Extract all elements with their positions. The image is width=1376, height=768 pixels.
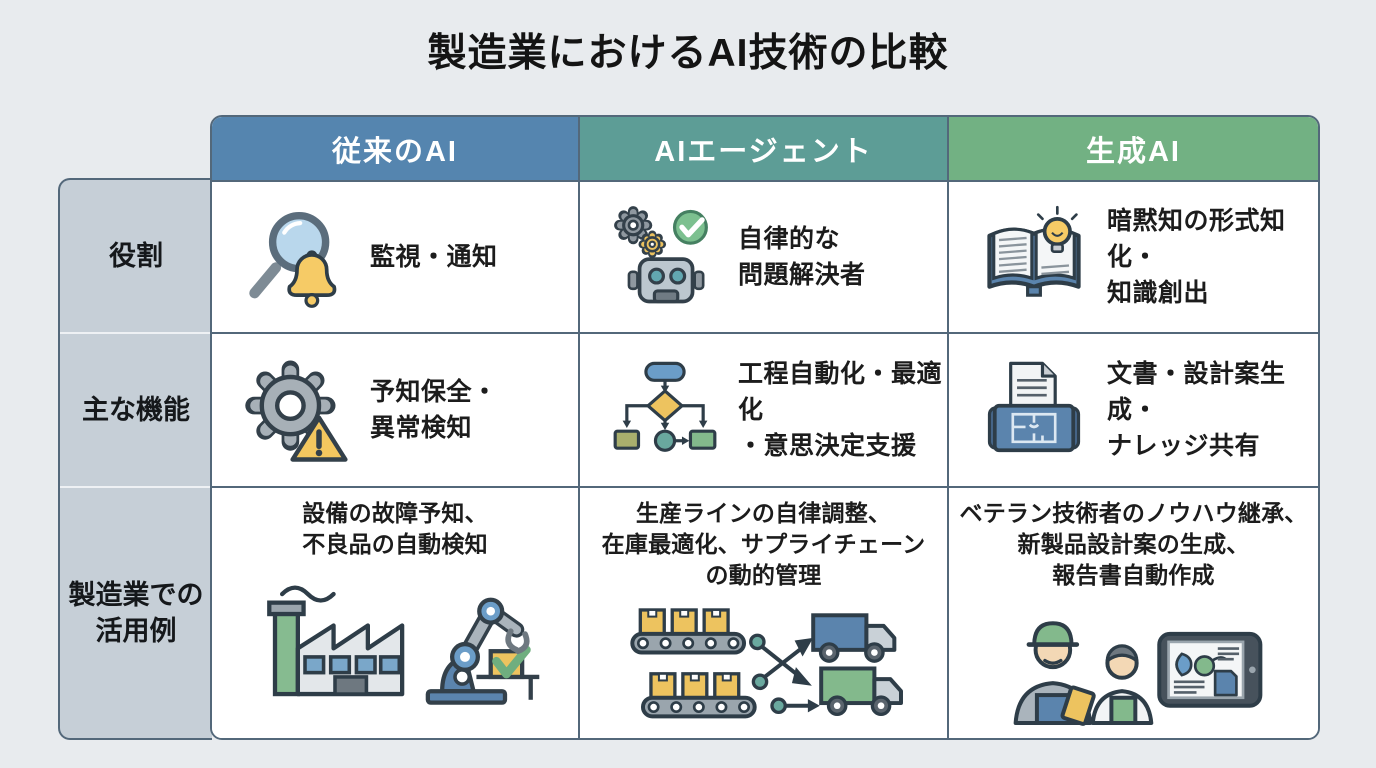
row-label-main-functions: 主な機能 xyxy=(60,332,212,486)
robot-gears-check-icon xyxy=(606,204,724,310)
factory-robot-arm-icon xyxy=(218,560,572,730)
cell-functions-generative-ai: 文書・設計案生成・ ナレッジ共有 xyxy=(947,332,1318,486)
magnifier-bell-icon xyxy=(238,204,356,310)
workers-tablet-icon xyxy=(955,591,1312,730)
cell-text: ベテラン技術者のノウハウ継承、 新製品設計案の生成、 報告書自動作成 xyxy=(959,500,1308,589)
flowchart-icon xyxy=(606,357,724,463)
cell-usecases-ai-agent: 生産ラインの自律調整、 在庫最適化、サプライチェーン の動的管理 xyxy=(578,486,947,738)
column-header-ai-agent: AIエージェント xyxy=(578,117,947,180)
cell-role-generative-ai: 暗黙知の形式知化・ 知識創出 xyxy=(947,180,1318,332)
table-body: 従来のAI AIエージェント 生成AI 監視・通知 xyxy=(210,115,1320,740)
cell-text: 監視・通知 xyxy=(370,242,498,271)
page-title: 製造業におけるAI技術の比較 xyxy=(427,32,949,75)
cell-functions-ai-agent: 工程自動化・最適化 ・意思決定支援 xyxy=(578,332,947,486)
row-label-column: 役割 主な機能 製造業での 活用例 xyxy=(58,178,212,740)
cell-text: 設備の故障予知、 不良品の自動検知 xyxy=(302,500,488,558)
cell-text: 生産ラインの自律調整、 在庫最適化、サプライチェーン の動的管理 xyxy=(601,500,926,589)
row-label-use-cases: 製造業での 活用例 xyxy=(60,486,212,738)
cell-usecases-generative-ai: ベテラン技術者のノウハウ継承、 新製品設計案の生成、 報告書自動作成 xyxy=(947,486,1318,738)
cell-text: 予知保全・ 異常検知 xyxy=(370,377,498,442)
open-book-lightbulb-icon xyxy=(975,204,1093,310)
blueprint-document-icon xyxy=(975,357,1093,463)
cell-usecases-traditional-ai: 設備の故障予知、 不良品の自動検知 xyxy=(212,486,578,738)
cell-functions-traditional-ai: 予知保全・ 異常検知 xyxy=(212,332,578,486)
row-label-role: 役割 xyxy=(109,240,163,271)
cell-text: 暗黙知の形式知化・ 知識創出 xyxy=(1107,206,1286,308)
gear-warning-icon xyxy=(238,355,356,465)
comparison-table: 役割 主な機能 製造業での 活用例 従来のAI AIエージェント 生成AI xyxy=(58,115,1320,740)
column-header-traditional-ai: 従来のAI xyxy=(212,117,578,180)
conveyor-belts-trucks-icon xyxy=(586,591,941,730)
cell-role-traditional-ai: 監視・通知 xyxy=(212,180,578,332)
cell-role-ai-agent: 自律的な 問題解決者 xyxy=(578,180,947,332)
cell-text: 文書・設計案生成・ ナレッジ共有 xyxy=(1107,359,1286,461)
cell-text: 工程自動化・最適化 ・意思決定支援 xyxy=(738,359,943,461)
cell-text: 自律的な 問題解決者 xyxy=(738,224,866,289)
column-header-generative-ai: 生成AI xyxy=(947,117,1318,180)
